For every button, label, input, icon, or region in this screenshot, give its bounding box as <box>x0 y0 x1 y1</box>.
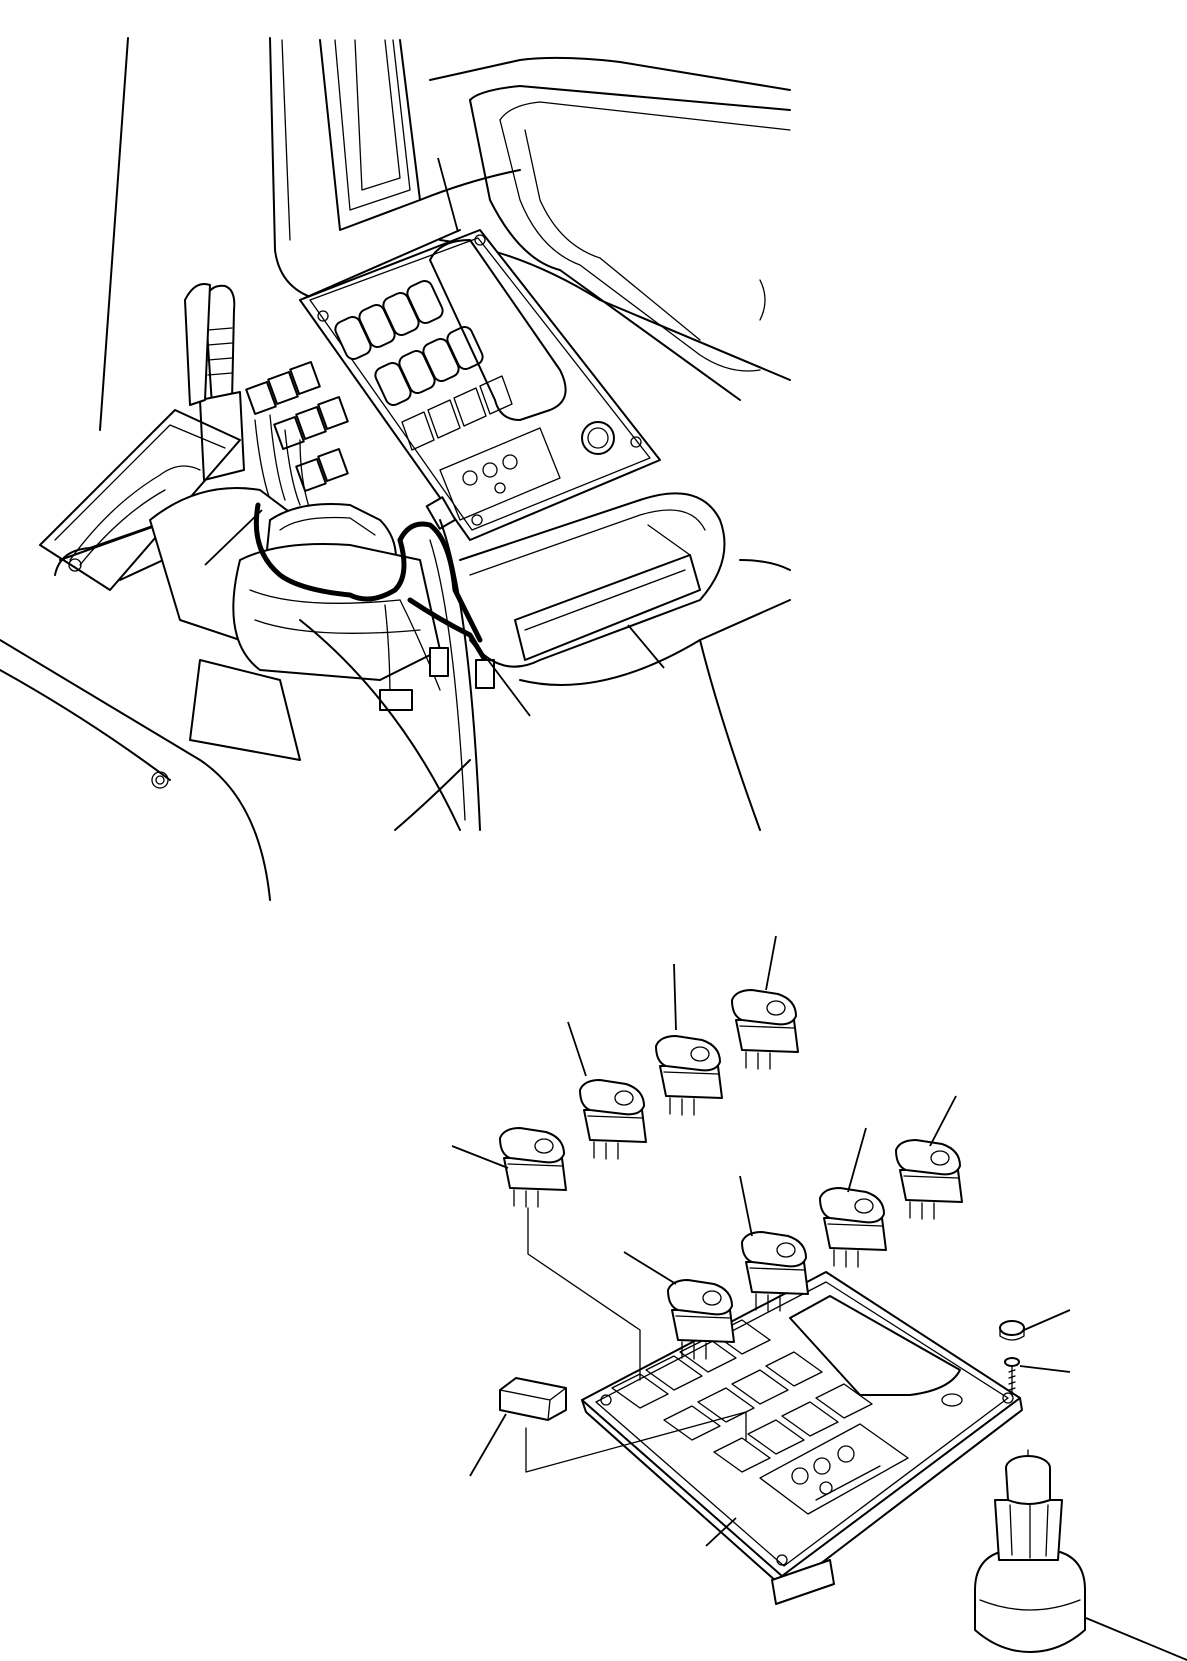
switch-panel-installed <box>299 229 661 541</box>
rocker-switch-1 <box>499 1127 567 1208</box>
wiring-harness <box>253 496 495 711</box>
exploded-switch-panel-view <box>451 935 1187 1661</box>
joystick-lever <box>184 283 245 481</box>
installed-blank-plugs <box>401 375 513 451</box>
rocker-switch-6 <box>819 1187 887 1268</box>
console-tower <box>429 492 726 831</box>
console-floor <box>0 279 791 901</box>
rocker-switch-7 <box>741 1231 809 1312</box>
screw-and-cap <box>999 1320 1025 1397</box>
installed-indicator-module <box>439 427 561 521</box>
joystick-boot <box>149 487 441 761</box>
rocker-switch-3 <box>655 1035 723 1116</box>
installed-rocker-switches <box>334 280 484 406</box>
indicator-module <box>759 1423 909 1515</box>
rocker-switch-5 <box>895 1139 963 1220</box>
rotary-knob <box>974 1449 1086 1653</box>
cab-pillar-outline <box>99 37 521 431</box>
cab-console-view <box>0 37 791 901</box>
rocker-switches <box>499 989 963 1360</box>
relay-cluster <box>245 361 349 511</box>
rocker-switch-2 <box>579 1079 647 1160</box>
lower-leader-lines <box>451 935 1187 1661</box>
upper-leader-lines <box>204 157 665 717</box>
blank-plug <box>499 1377 567 1421</box>
switch-panel-plate <box>581 1271 1023 1605</box>
rocker-switch-8 <box>667 1279 735 1360</box>
rocker-switch-4 <box>731 989 799 1070</box>
rear-window-outline <box>429 56 791 401</box>
